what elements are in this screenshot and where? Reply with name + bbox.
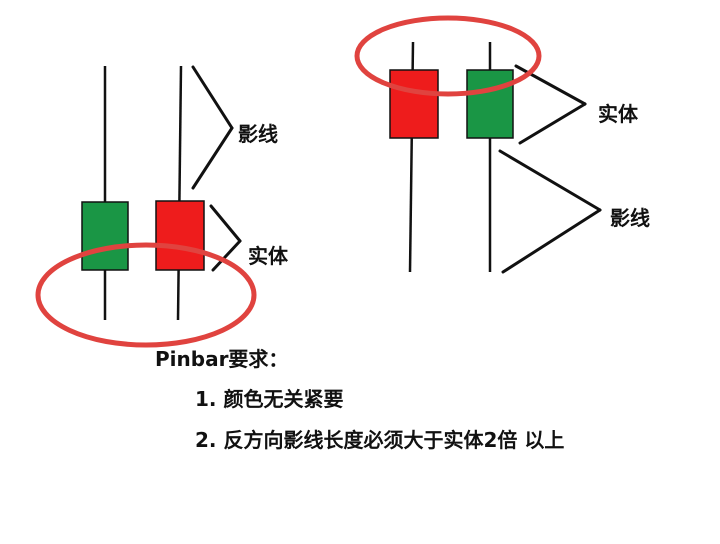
left-red-wick (176, 65, 183, 321)
right-red-body (389, 69, 439, 139)
right-highlight-ellipse (354, 15, 542, 97)
requirement-item-1: 1. 颜色无关紧要 (195, 387, 344, 411)
left-green-body (81, 201, 129, 271)
right-candle-green (466, 42, 514, 272)
requirements-title: Pinbar要求： (155, 347, 289, 371)
right-shadow-bracket (498, 149, 602, 274)
left-red-body (155, 200, 205, 271)
left-body-bracket (209, 204, 242, 272)
left-highlight-ellipse (35, 242, 257, 348)
left-candle-green (81, 66, 129, 320)
requirement-item-2: 2. 反方向影线长度必须大于实体2倍 以上 (195, 428, 565, 452)
left-shadow-bracket (191, 65, 234, 190)
left-body-label: 实体 (248, 244, 288, 268)
right-candle-red (389, 41, 439, 273)
left-shadow-label: 影线 (238, 122, 278, 146)
right-shadow-label: 影线 (610, 206, 650, 230)
right-green-body (466, 69, 514, 139)
right-body-label: 实体 (598, 102, 638, 126)
left-candle-red (155, 65, 205, 321)
